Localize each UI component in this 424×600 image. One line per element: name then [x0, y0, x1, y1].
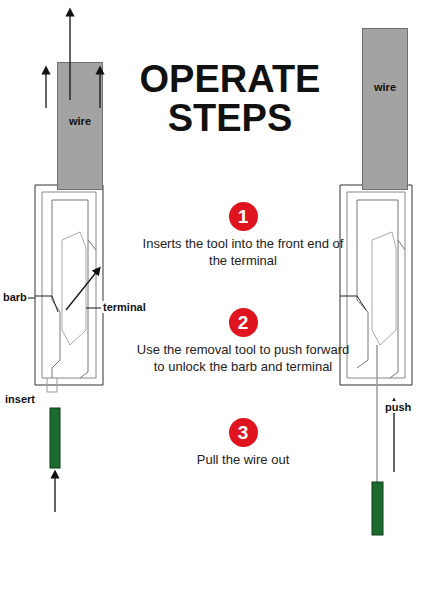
leader-line — [86, 308, 101, 309]
step-text: Pull the wire out — [136, 451, 350, 468]
title: OPERATE STEPS — [130, 60, 330, 138]
step-item: 2Use the removal tool to push forward to… — [136, 308, 350, 375]
part-label: push — [384, 401, 412, 413]
removal-tool — [372, 482, 383, 535]
step-item: 3Pull the wire out — [136, 418, 350, 468]
part-label: terminal — [102, 301, 147, 313]
wire-label: wire — [69, 115, 91, 127]
wire-body: wire — [57, 62, 103, 190]
part-label: barb — [2, 291, 28, 303]
tool-shaft — [376, 345, 378, 482]
wire-body: wire — [362, 28, 408, 190]
move-arrow — [54, 474, 55, 512]
step-number: 1 — [229, 202, 258, 231]
move-arrow — [66, 270, 98, 310]
step-number: 3 — [229, 418, 258, 447]
step-number: 2 — [229, 308, 258, 337]
step-text: Use the removal tool to push forward to … — [136, 341, 350, 375]
removal-tool — [50, 408, 60, 468]
step-item: 1Inserts the tool into the front end of … — [136, 202, 350, 269]
part-label: insert — [4, 393, 36, 405]
right-housing — [340, 185, 412, 385]
pull-arrow — [45, 70, 46, 108]
left-housing — [35, 185, 103, 392]
wire-label: wire — [374, 81, 396, 93]
step-text: Inserts the tool into the front end of t… — [136, 235, 350, 269]
